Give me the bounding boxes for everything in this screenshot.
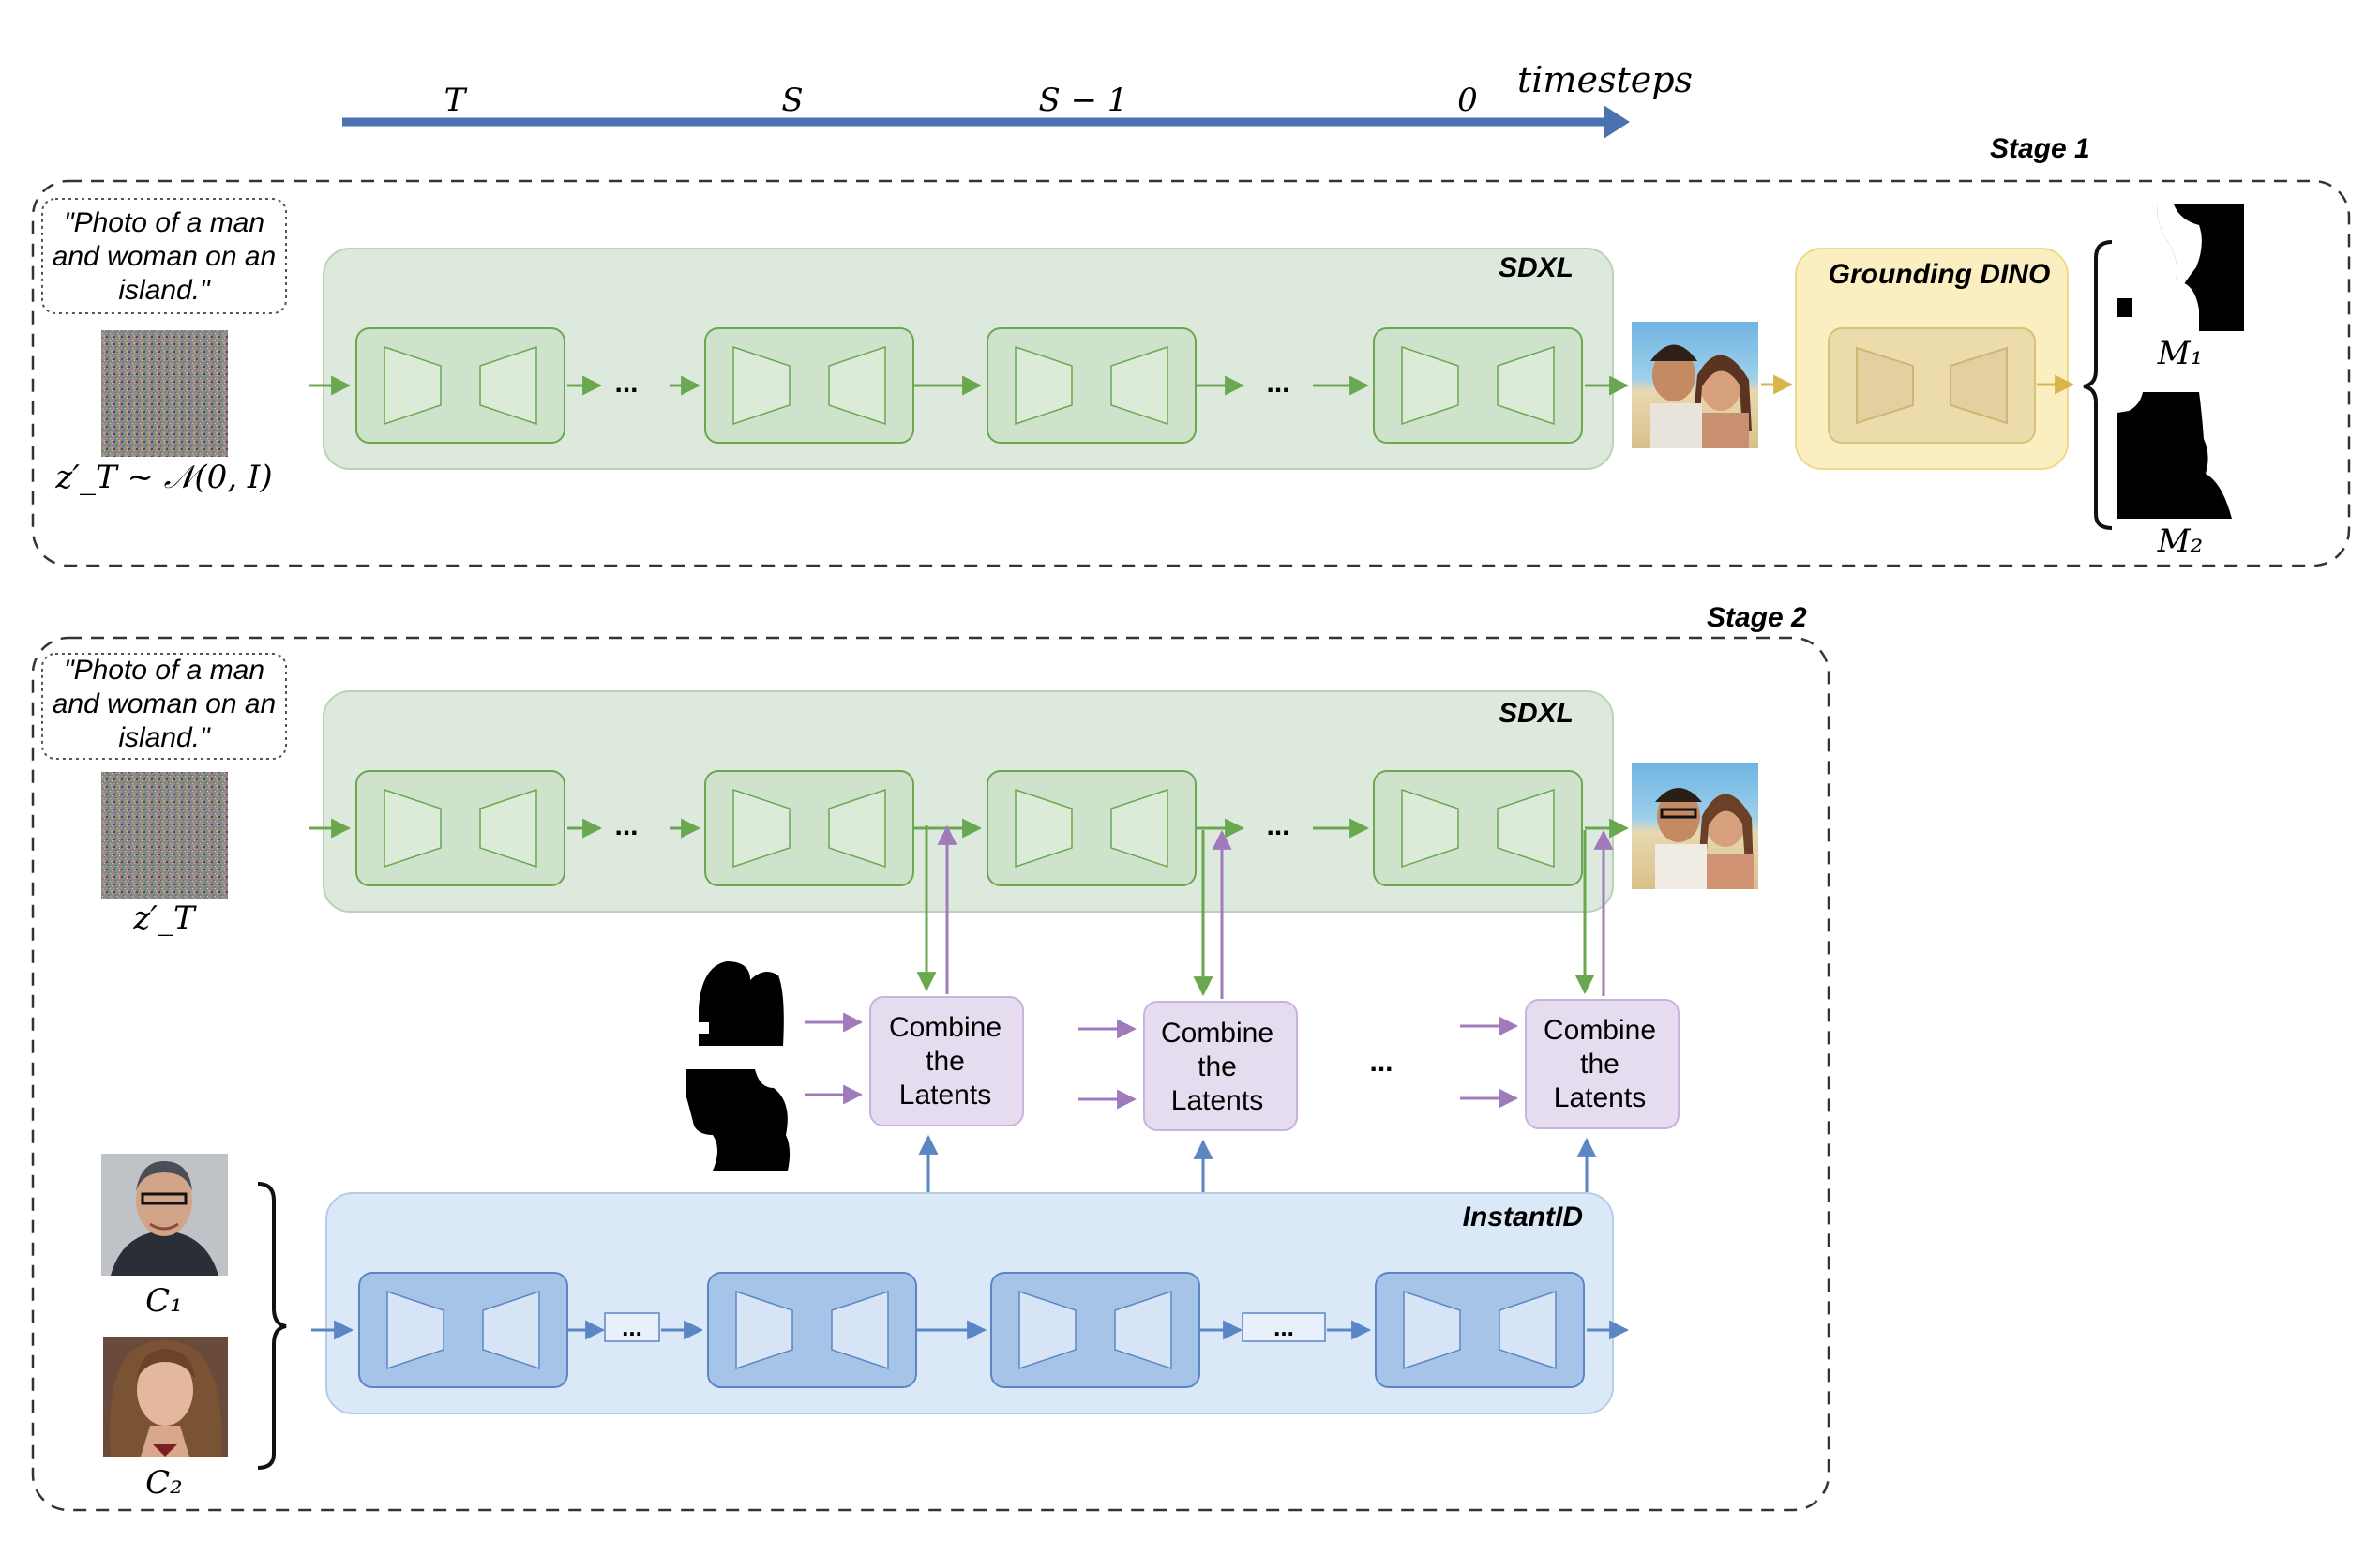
stage2-sdxl-dots-1: ... [614,810,638,841]
stage1-unets [309,327,1630,444]
stage1: Stage 1 "Photo of a man and woman on an … [31,133,2351,567]
combine-1-line-2: the [926,1046,965,1077]
stage2-prompt-line-3: island." [118,722,211,753]
stage2-prompt-line-1: "Photo of a man [64,655,264,686]
identity-c1-label: C₁ [145,1282,183,1320]
stage2-sdxl-dots-2: ... [1266,810,1289,841]
s1-unet-block-2 [704,327,914,444]
instantid-dots-1: ... [622,1313,642,1341]
instantid-dots-box-1 [604,1312,660,1342]
stage2-mask-m2 [686,1069,791,1171]
identity-c2-label: C₂ [145,1464,183,1502]
s1-unet-block-4 [1373,327,1583,444]
combine-block-1: Combine the Latents [869,996,1024,1126]
s2-unet-block-3 [987,770,1197,886]
mask-m2 [2117,392,2244,519]
stage2-mask-m1 [696,961,784,1046]
stage1-sdxl-panel [323,248,1614,470]
s1-unet-block-1 [355,327,565,444]
timeline-label-0: 0 [1457,82,1478,119]
iid-unet-block-2 [707,1272,917,1388]
combine-2-line-2: the [1198,1051,1237,1082]
stage1-dots-1: ... [614,368,638,399]
combine-block-3: Combine the Latents [1525,999,1680,1129]
identity-image-c1 [101,1154,228,1276]
stage1-noise-label: z′_T ~ 𝒩(0, I) [54,459,272,496]
grounding-dino-label: Grounding DINO [1829,259,2051,290]
instantid-label: InstantID [1463,1202,1583,1232]
exchange-arrows [916,824,1614,999]
stage1-title: Stage 1 [1990,133,2090,164]
instantid-dots-box-2 [1242,1312,1326,1342]
combine-dots: ... [1369,1047,1393,1078]
stage1-border [31,179,2351,567]
s1-unet-block-3 [987,327,1197,444]
combine-3-line-3: Latents [1554,1082,1646,1113]
stage2-noise-image [101,772,228,899]
iid-unet-block-4 [1375,1272,1585,1388]
stage2-generated-image [1632,763,1758,889]
mask-m1 [2117,204,2244,331]
stage1-dots-2: ... [1266,368,1289,399]
stage2-noise-label: z′_T [132,899,197,937]
iid-unet-block-1 [358,1272,568,1388]
timeline-arrowhead [1604,105,1630,139]
stage1-prompt-line-1: "Photo of a man [64,207,264,238]
identity-image-c2 [103,1337,228,1457]
combine-2-line-3: Latents [1171,1085,1263,1116]
timeline-label-S-minus-1: S − 1 [1038,82,1127,119]
stage2-title: Stage 2 [1707,602,1807,633]
s2-unet-block-2 [704,770,914,886]
stage2-sdxl-panel [323,690,1614,913]
combine-1-line-3: Latents [899,1080,991,1111]
mask-m2-label: M₂ [2157,522,2203,560]
timeline: T S S − 1 0 timesteps [342,59,1693,139]
stage1-prompt-line-3: island." [118,275,211,306]
combine-3-line-1: Combine [1544,1015,1656,1046]
combine-1-line-1: Combine [889,1012,1002,1043]
stage1-mask-brace [2083,240,2113,530]
stage1-sdxl-label: SDXL [1499,252,1574,283]
timeline-label-S: S [781,82,803,119]
instantid-dots-2: ... [1273,1313,1294,1341]
stage2: Stage 2 "Photo of a man and woman on an … [31,602,1830,1512]
identity-brace [257,1182,287,1470]
combine-block-2: Combine the Latents [1143,1001,1298,1131]
stage1-prompt-line-2: and woman on an [53,241,277,272]
combine-3-line-2: the [1580,1049,1619,1080]
timeline-label-T: T [444,82,468,119]
timeline-axis-label: timesteps [1517,59,1693,100]
stage2-border [31,636,1830,1512]
s2-unet-block-1 [355,770,565,886]
combine-2-line-1: Combine [1161,1018,1273,1049]
stage1-generated-image [1632,322,1758,448]
grounding-dino-block [1828,327,2036,444]
stage1-prompt-box [41,198,287,314]
s2-unet-block-4 [1373,770,1583,886]
iid-unet-block-3 [990,1272,1200,1388]
stage2-prompt-line-2: and woman on an [53,688,277,719]
instantid-panel [325,1192,1614,1414]
stage1-noise-image [101,330,228,457]
instantid-unets [311,1272,1630,1388]
stage2-sdxl-label: SDXL [1499,698,1574,729]
mask-m1-label: M₁ [2157,335,2203,372]
stage2-prompt-box [41,653,287,760]
mask-arrows [805,1012,1519,1110]
stage2-sdxl-unets [309,770,1630,886]
